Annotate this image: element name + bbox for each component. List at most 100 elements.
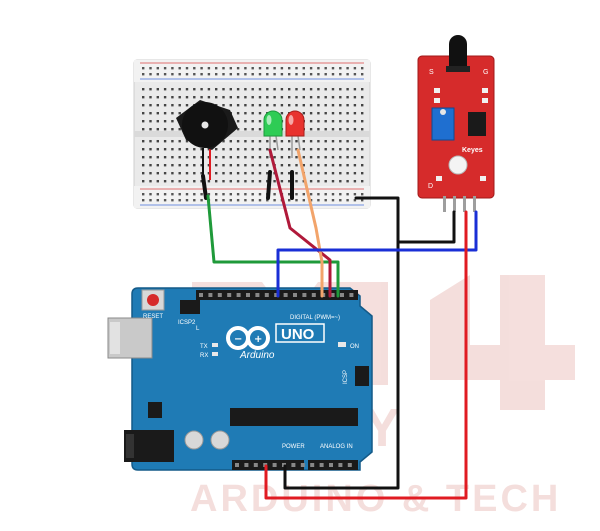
sensor-pin-4 — [473, 196, 476, 212]
rail-hole — [200, 73, 203, 76]
breadboard-hole — [142, 112, 145, 115]
breadboard-hole — [207, 88, 211, 91]
breadboard-hole — [339, 180, 342, 183]
rail-hole — [288, 67, 291, 70]
breadboard-hole — [142, 120, 145, 123]
rail-hole — [346, 73, 349, 76]
breadboard-hole — [331, 104, 335, 107]
breadboard-hole — [215, 148, 218, 151]
power-header — [232, 460, 304, 470]
board-name: Arduino — [239, 350, 275, 361]
breadboard-hole — [361, 96, 364, 99]
led-green-leg-2 — [275, 135, 279, 151]
rail-hole — [251, 199, 254, 202]
breadboard-hole — [178, 180, 181, 183]
breadboard-hole — [361, 180, 364, 183]
breadboard-hole — [178, 104, 181, 107]
breadboard-hole — [236, 156, 240, 159]
breadboard-hole — [171, 96, 174, 99]
sensor-smd-component — [482, 98, 488, 103]
rail-hole — [244, 193, 247, 196]
rail-hole — [288, 73, 291, 76]
rail-hole — [163, 199, 167, 202]
rail-hole — [331, 67, 335, 70]
rail-hole — [193, 67, 196, 70]
breadboard-hole — [251, 88, 254, 91]
breadboard-hole — [200, 148, 203, 151]
breadboard-hole — [163, 148, 167, 151]
breadboard-hole — [142, 104, 145, 107]
breadboard-hole — [288, 148, 291, 151]
rail-hole — [215, 73, 218, 76]
breadboard-hole — [317, 172, 320, 175]
jumper-buzzer-gnd — [201, 174, 208, 200]
breadboard-hole — [163, 172, 167, 175]
breadboard-hole — [222, 148, 225, 151]
breadboard-hole — [185, 164, 189, 167]
sensor-potentiometer — [431, 107, 455, 141]
breadboard-hole — [163, 140, 167, 143]
rail-hole — [163, 73, 167, 76]
sensor-comparator-chip — [468, 112, 486, 136]
breadboard-hole — [273, 156, 276, 159]
rail-hole — [142, 199, 145, 202]
icsp2-label: ICSP2 — [178, 320, 196, 326]
breadboard-hole — [149, 88, 152, 91]
breadboard-hole — [258, 164, 262, 167]
breadboard-hole — [244, 128, 247, 131]
breadboard-hole — [163, 128, 167, 131]
breadboard-hole — [193, 96, 196, 99]
breadboard-hole — [309, 88, 313, 91]
flame-ir-receiver — [449, 35, 467, 68]
rail-hole — [222, 199, 225, 202]
breadboard-hole — [317, 120, 320, 123]
rail-hole — [251, 193, 254, 196]
breadboard-hole — [302, 164, 305, 167]
breadboard-hole — [353, 88, 357, 91]
sensor-smd-component — [480, 176, 486, 181]
breadboard-hole — [266, 148, 269, 151]
rail-hole — [171, 73, 174, 76]
breadboard-hole — [142, 180, 145, 183]
rail-hole — [251, 73, 254, 76]
breadboard-hole — [361, 156, 364, 159]
breadboard-hole — [280, 172, 284, 175]
breadboard-hole — [163, 120, 167, 123]
breadboard-hole — [309, 120, 313, 123]
rail-hole — [309, 193, 313, 196]
rail-hole — [309, 67, 313, 70]
breadboard-hole — [280, 140, 284, 143]
on-label: ON — [350, 344, 359, 350]
breadboard-hole — [280, 156, 284, 159]
breadboard-hole — [244, 164, 247, 167]
breadboard-hole — [142, 128, 145, 131]
rail-hole — [178, 73, 181, 76]
breadboard-hole — [273, 88, 276, 91]
rail-hole — [317, 67, 320, 70]
rail-hole — [200, 193, 203, 196]
jumper-green-led-gnd — [266, 170, 272, 200]
breadboard-hole — [339, 120, 342, 123]
rail-hole — [280, 73, 284, 76]
breadboard-hole — [193, 164, 196, 167]
rail-hole — [149, 73, 152, 76]
rail-hole — [200, 199, 203, 202]
rail-hole — [171, 67, 174, 70]
breadboard-hole — [178, 172, 181, 175]
breadboard-hole — [251, 140, 254, 143]
dc-jack-inner — [126, 434, 134, 458]
breadboard — [133, 59, 371, 209]
rail-hole — [215, 199, 218, 202]
breadboard-hole — [163, 96, 167, 99]
rail-hole — [258, 73, 262, 76]
breadboard-hole — [339, 148, 342, 151]
rail-hole — [193, 199, 196, 202]
rail-hole — [142, 67, 145, 70]
arduino-logo: − + — [226, 326, 270, 350]
rail-hole — [142, 193, 145, 196]
breadboard-hole — [251, 112, 254, 115]
breadboard-hole — [222, 140, 225, 143]
breadboard-hole — [317, 164, 320, 167]
breadboard-hole — [266, 164, 269, 167]
